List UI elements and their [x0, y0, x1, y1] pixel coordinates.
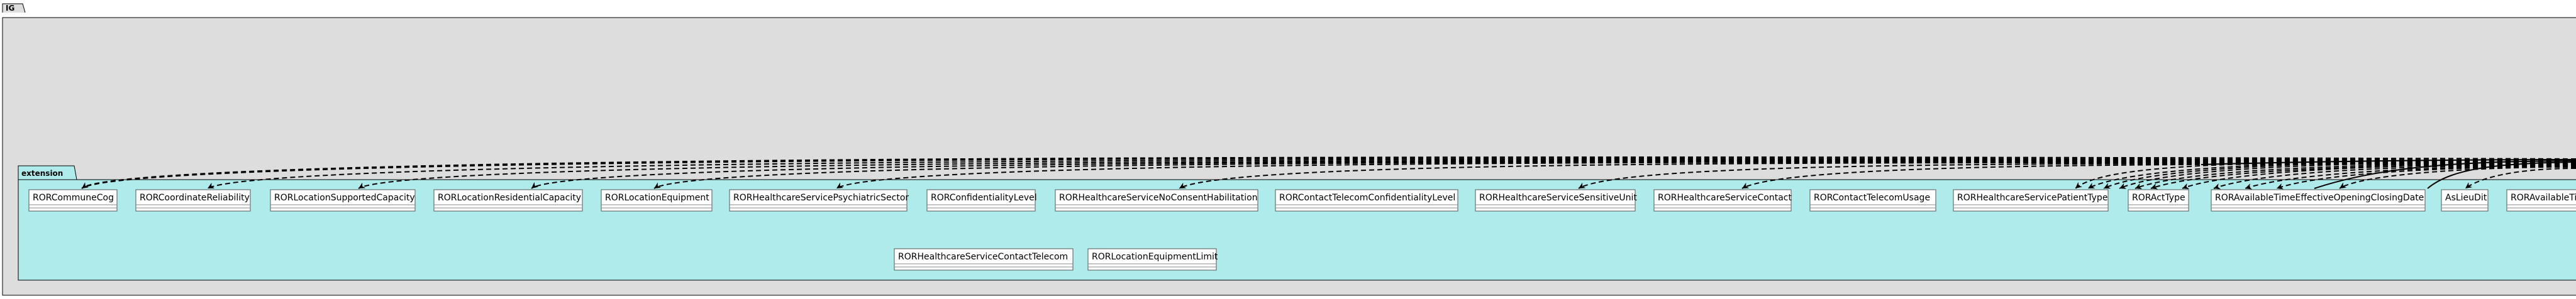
- class-box: [894, 248, 1074, 271]
- class-name: RORLocationSupportedCapacity: [274, 193, 415, 203]
- class-box: [2441, 189, 2489, 212]
- edge-to-c14d: [2135, 163, 2576, 190]
- class-rorhealthcareservicepatienttype: RORHealthcareServicePatientType: [1953, 189, 2109, 212]
- class-rorconfidentialitylevel: RORConfidentialityLevel: [926, 189, 1037, 212]
- class-box: [926, 189, 1036, 212]
- class-roracttype: RORActType: [2128, 189, 2189, 212]
- class-rorlocationsupportedcapacity: RORLocationSupportedCapacity: [270, 189, 416, 212]
- solid-edges: [2201, 159, 2576, 189]
- solid-edge-1: [2201, 159, 2576, 165]
- dependency-edges: [81, 156, 2576, 190]
- class-name: RORActType: [2132, 193, 2185, 203]
- class-roravailabletimeeffectiveopeningclosingdate: RORAvailableTimeEffectiveOpeningClosingD…: [2211, 189, 2426, 212]
- class-rorcoordinatereliability: RORCoordinateReliability: [135, 189, 251, 212]
- edge-to-c15d: [2276, 166, 2576, 190]
- class-aslieudit: AsLieuDit: [2441, 189, 2489, 212]
- class-rorcontacttelecomconfidentialitylevel: RORContactTelecomConfidentialityLevel: [1275, 189, 1458, 212]
- class-box: [433, 189, 583, 212]
- class-box: [1275, 189, 1458, 212]
- class-box: [135, 189, 251, 212]
- class-name: RORContactTelecomUsage: [1814, 193, 1930, 203]
- class-box: [2128, 189, 2189, 212]
- class-rorhealthcareservicesensitiveunit: RORHealthcareServiceSensitiveUnit: [1475, 189, 1637, 212]
- class-name: AsLieuDit: [2445, 193, 2487, 203]
- class-rorcontacttelecomusage: RORContactTelecomUsage: [1809, 189, 1936, 212]
- class-rorhealthcareservicepsychiatricsector: RORHealthcareServicePsychiatricSector: [729, 189, 909, 212]
- class-rorlocationequipmentlimit: RORLocationEquipmentLimit: [1087, 248, 1218, 271]
- class-name: RORAvailableTimeEffectiveOpeningClosingD…: [2215, 193, 2424, 203]
- class-name: RORLocationEquipmentLimit: [1092, 252, 1218, 262]
- class-rorlocationequipment: RORLocationEquipment: [601, 189, 713, 212]
- class-name: RORHealthcareServicePsychiatricSector: [733, 193, 909, 203]
- package-ig-label: IG: [6, 4, 14, 13]
- solid-edge-3: [2427, 161, 2576, 189]
- class-box: [1087, 248, 1217, 271]
- edge-to-c8: [1179, 162, 2576, 189]
- class-roravailableti: RORAvailableTi: [2506, 189, 2576, 212]
- package-extension: extension: [18, 165, 2576, 281]
- class-name: RORCoordinateReliability: [140, 193, 250, 203]
- class-name: RORContactTelecomConfidentialityLevel: [1279, 193, 1455, 203]
- class-box: [270, 189, 416, 212]
- class-name: RORHealthcareServicePatientType: [1957, 193, 2107, 203]
- class-name: RORLocationEquipment: [605, 193, 709, 203]
- class-name: RORHealthcareServiceSensitiveUnit: [1479, 193, 1637, 203]
- class-box: [1809, 189, 1936, 212]
- class-name: RORAvailableTi: [2511, 193, 2576, 203]
- edge-to-c15b: [2213, 165, 2576, 190]
- class-name: RORHealthcareServiceNoConsentHabilitatio…: [1059, 193, 1258, 203]
- edge-to-c15c: [2245, 165, 2576, 190]
- class-box: [2211, 189, 2426, 212]
- class-box: [601, 189, 713, 212]
- edge-to-c16: [2465, 168, 2576, 189]
- edge-to-c14b: [2103, 160, 2576, 189]
- class-box: [1475, 189, 1636, 212]
- edge-to-c14a: [2087, 160, 2576, 189]
- class-box: [28, 189, 118, 212]
- class-name: RORCommuneCog: [33, 193, 114, 203]
- class-rorhealthcareservicenoconsenthabilitation: RORHealthcareServiceNoConsentHabilitatio…: [1055, 189, 1258, 212]
- edge-to-c15a: [2182, 163, 2576, 190]
- class-name: RORConfidentialityLevel: [931, 193, 1037, 203]
- class-box: [2506, 189, 2576, 212]
- class-box: [1055, 189, 1258, 212]
- class-box: [1653, 189, 1792, 212]
- class-name: RORLocationResidentialCapacity: [438, 193, 581, 203]
- edge-to-c15e: [2339, 166, 2576, 189]
- package-ig-tab: [2, 3, 26, 13]
- class-rorhealthcareservicecontact: RORHealthcareServiceContact: [1653, 189, 1792, 212]
- class-name: RORHealthcareServiceContact: [1658, 193, 1792, 203]
- class-box: [729, 189, 908, 212]
- solid-edge-2: [2314, 160, 2576, 189]
- class-name: RORHealthcareServiceContactTelecom: [898, 252, 1068, 262]
- edge-to-c11: [1741, 163, 2576, 189]
- edge-to-c2: [207, 158, 2576, 189]
- edge-to-c1: [81, 158, 2576, 189]
- class-box: [1953, 189, 2109, 212]
- class-rorcommunecog: RORCommuneCog: [28, 189, 118, 212]
- class-rorhealthcareservicecontacttelecom: RORHealthcareServiceContactTelecom: [894, 248, 1074, 271]
- package-extension-label: extension: [21, 169, 63, 178]
- package-extension-tab: [18, 165, 77, 180]
- edge-to-c1b: [81, 156, 2576, 189]
- class-rorlocationresidentialcapacity: RORLocationResidentialCapacity: [433, 189, 583, 212]
